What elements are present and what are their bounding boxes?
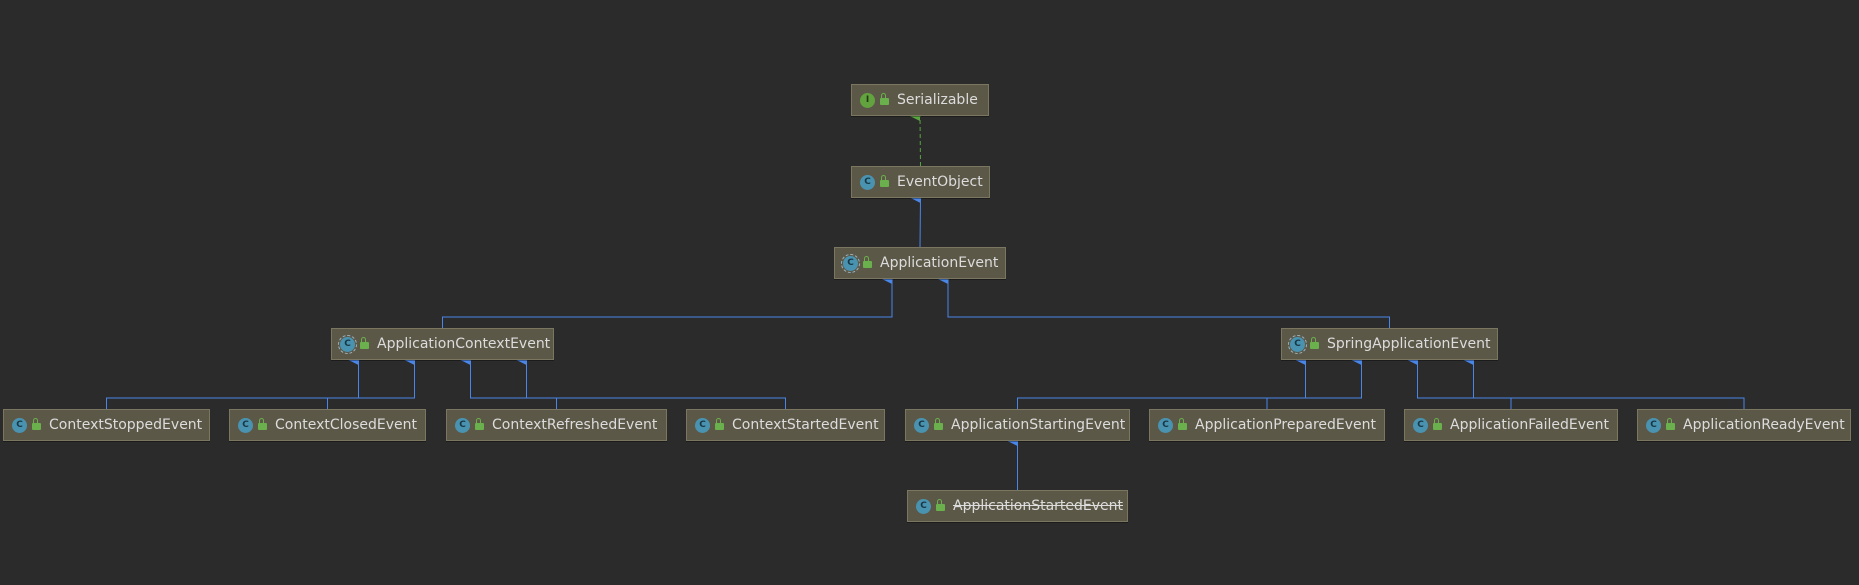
edge-context_started_event-to-application_context_event [516, 355, 786, 409]
node-label: ApplicationPreparedEvent [1195, 417, 1377, 433]
application-failed-event-class-node[interactable]: C ApplicationFailedEvent [1404, 409, 1618, 441]
public-lock-icon [258, 417, 267, 431]
abstract-class-badge-icon: C [841, 253, 860, 273]
public-lock-icon [715, 417, 724, 431]
public-lock-icon [360, 336, 369, 350]
class-badge-icon: C [916, 498, 931, 514]
public-lock-icon [1310, 336, 1319, 350]
node-label: SpringApplicationEvent [1327, 336, 1491, 352]
context-refreshed-event-class-node[interactable]: C ContextRefreshedEvent [446, 409, 667, 441]
edge-event_object-to-serializable [910, 111, 921, 167]
edge-spring_application_event-to-application_event [938, 274, 1390, 328]
application-started-event-deprecated-class-node[interactable]: C ApplicationStartedEvent [907, 490, 1128, 522]
class-badge-icon: C [860, 174, 875, 190]
public-lock-icon [880, 92, 889, 106]
edge-context_refreshed_event-to-application_context_event [460, 355, 557, 409]
node-label: Serializable [897, 92, 978, 108]
edge-application_context_event-to-application_event [442, 274, 893, 328]
edge-application_ready_event-to-spring_application_event [1463, 355, 1745, 409]
public-lock-icon [936, 498, 945, 512]
class-badge-icon: C [238, 417, 253, 433]
edge-context_stopped_event-to-application_context_event [106, 355, 359, 409]
node-label: ApplicationStartedEvent [953, 498, 1124, 514]
class-badge-icon: C [695, 417, 710, 433]
edge-application_event-to-event_object [910, 193, 921, 248]
class-badge-icon: C [12, 417, 27, 433]
abstract-class-badge-icon: C [1288, 334, 1307, 354]
node-label: ContextClosedEvent [275, 417, 417, 433]
node-label: ContextRefreshedEvent [492, 417, 658, 433]
serializable-interface-node[interactable]: I Serializable [851, 84, 989, 116]
public-lock-icon [1178, 417, 1187, 431]
class-badge-icon: C [455, 417, 470, 433]
public-lock-icon [475, 417, 484, 431]
application-context-event-class-node[interactable]: C ApplicationContextEvent [331, 328, 554, 360]
node-label: ApplicationEvent [880, 255, 999, 271]
public-lock-icon [863, 255, 872, 269]
spring-application-event-class-node[interactable]: C SpringApplicationEvent [1281, 328, 1498, 360]
application-starting-event-class-node[interactable]: C ApplicationStartingEvent [905, 409, 1130, 441]
application-prepared-event-class-node[interactable]: C ApplicationPreparedEvent [1149, 409, 1385, 441]
edge-application_prepared_event-to-spring_application_event [1266, 355, 1362, 409]
class-badge-icon: C [914, 417, 929, 433]
class-badge-icon: C [1413, 417, 1428, 433]
node-label: ContextStoppedEvent [49, 417, 203, 433]
class-badge-icon: C [1158, 417, 1173, 433]
context-started-event-class-node[interactable]: C ContextStartedEvent [686, 409, 885, 441]
public-lock-icon [934, 417, 943, 431]
abstract-class-badge-icon: C [338, 334, 357, 354]
edge-application_starting_event-to-spring_application_event [1017, 355, 1306, 409]
edge-application_failed_event-to-spring_application_event [1407, 355, 1512, 409]
node-label: ApplicationFailedEvent [1450, 417, 1609, 433]
context-closed-event-class-node[interactable]: C ContextClosedEvent [229, 409, 426, 441]
node-label: EventObject [897, 174, 983, 190]
public-lock-icon [32, 417, 41, 431]
class-badge-icon: C [1646, 417, 1661, 433]
application-event-class-node[interactable]: C ApplicationEvent [834, 247, 1006, 279]
public-lock-icon [880, 174, 889, 188]
edge-context_closed_event-to-application_context_event [327, 355, 415, 409]
node-label: ApplicationReadyEvent [1683, 417, 1845, 433]
node-label: ApplicationStartingEvent [951, 417, 1126, 433]
interface-badge-icon: I [860, 92, 875, 108]
public-lock-icon [1433, 417, 1442, 431]
context-stopped-event-class-node[interactable]: C ContextStoppedEvent [3, 409, 210, 441]
event-object-class-node[interactable]: C EventObject [851, 166, 990, 198]
application-ready-event-class-node[interactable]: C ApplicationReadyEvent [1637, 409, 1851, 441]
node-label: ApplicationContextEvent [377, 336, 551, 352]
public-lock-icon [1666, 417, 1675, 431]
node-label: ContextStartedEvent [732, 417, 879, 433]
